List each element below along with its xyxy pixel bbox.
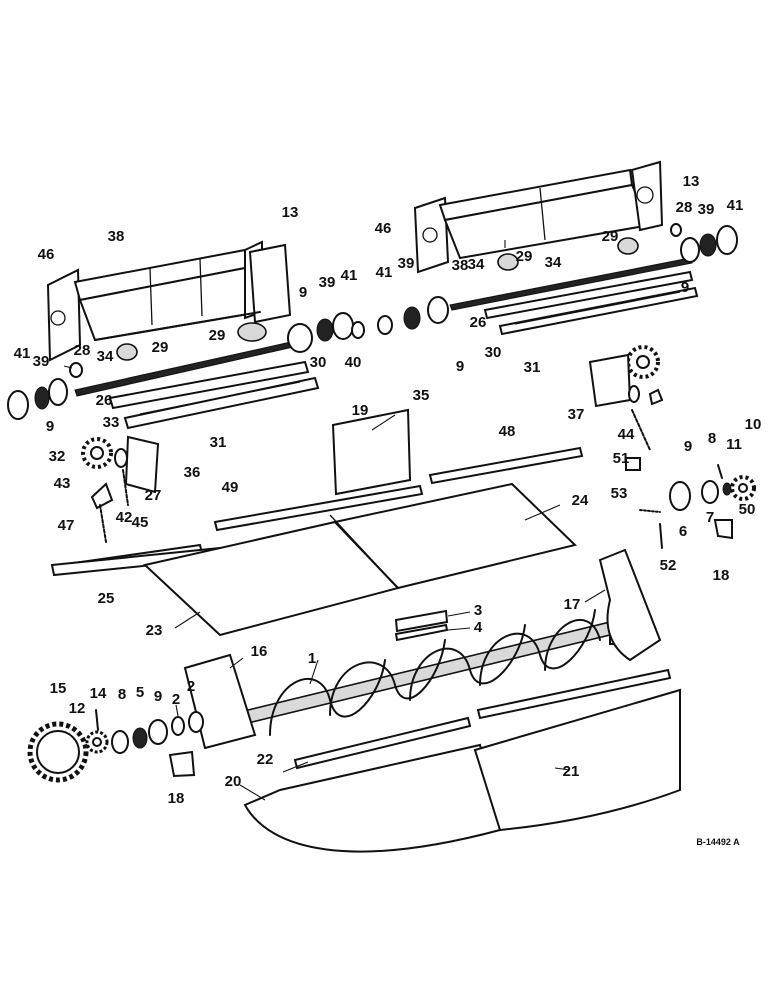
callout-8: 8 (118, 686, 126, 703)
callout-25: 25 (98, 590, 115, 607)
callout-13: 13 (683, 173, 700, 190)
right-drive-parts (588, 353, 733, 549)
callout-17: 17 (564, 596, 581, 613)
cover-panels (142, 482, 577, 637)
callout-41: 41 (727, 197, 744, 214)
callout-26: 26 (470, 314, 487, 331)
callout-24: 24 (572, 492, 589, 509)
callout-29: 29 (516, 248, 533, 265)
callout-22: 22 (257, 751, 274, 768)
callout-10: 10 (745, 416, 762, 433)
callout-37: 37 (568, 406, 585, 423)
callout-26: 26 (96, 392, 113, 409)
callout-labels: 1 2 2 3 4 5 6 7 8 8 9 9 9 9 9 9 10 11 12… (14, 173, 762, 847)
callout-18: 18 (168, 790, 185, 807)
callout-12: 12 (69, 700, 86, 717)
guard-plate (331, 408, 412, 496)
callout-51: 51 (613, 450, 630, 467)
callout-39: 39 (33, 353, 50, 370)
sprockets (27, 345, 756, 783)
right-shaft-assembly (449, 257, 699, 336)
callout-20: 20 (225, 773, 242, 790)
left-elevator-housing (46, 240, 292, 362)
callout-9: 9 (681, 279, 689, 296)
callout-44: 44 (618, 426, 635, 443)
left-end-drive (95, 709, 204, 778)
bearings (7, 223, 738, 420)
callout-39: 39 (398, 255, 415, 272)
callout-7: 7 (706, 509, 714, 526)
callout-11: 11 (726, 436, 742, 453)
callout-41: 41 (14, 345, 31, 362)
callout-46: 46 (38, 246, 55, 263)
callout-35: 35 (413, 387, 430, 404)
callout-41: 41 (376, 264, 393, 281)
callout-49: 49 (222, 479, 239, 496)
callout-16: 16 (251, 643, 268, 660)
callout-31: 31 (210, 434, 227, 451)
callout-23: 23 (146, 622, 163, 639)
hinge-strips (50, 446, 584, 577)
callout-29: 29 (209, 327, 226, 344)
callout-53: 53 (611, 485, 628, 502)
callout-46: 46 (375, 220, 392, 237)
callout-28: 28 (74, 342, 91, 359)
drawing-reference-number: B-14492 A (696, 837, 740, 847)
callout-6: 6 (679, 523, 687, 540)
callout-3: 3 (474, 602, 482, 619)
plates (394, 609, 449, 642)
callout-1: 1 (308, 650, 316, 667)
leader-lines (63, 240, 606, 801)
callout-2: 2 (172, 691, 180, 708)
callout-42: 42 (116, 509, 133, 526)
callout-32: 32 (49, 448, 66, 465)
callout-48: 48 (499, 423, 516, 440)
auger-troughs (243, 668, 681, 853)
callout-34: 34 (97, 348, 114, 365)
callout-2: 2 (187, 678, 195, 695)
callout-8: 8 (708, 430, 716, 447)
callout-30: 30 (310, 354, 327, 371)
callout-52: 52 (660, 557, 677, 574)
left-shaft-assembly (74, 339, 320, 430)
callout-18: 18 (713, 567, 730, 584)
callout-34: 34 (545, 254, 562, 271)
callout-33: 33 (103, 414, 120, 431)
callout-4: 4 (474, 619, 483, 636)
callout-9: 9 (684, 438, 692, 455)
callout-9: 9 (154, 688, 162, 705)
callout-27: 27 (145, 487, 162, 504)
callout-13: 13 (282, 204, 299, 221)
callout-39: 39 (319, 274, 336, 291)
callout-30: 30 (485, 344, 502, 361)
callout-14: 14 (90, 685, 107, 702)
callout-9: 9 (46, 418, 54, 435)
callout-5: 5 (136, 684, 144, 701)
callout-15: 15 (50, 680, 67, 697)
callout-36: 36 (184, 464, 201, 481)
callout-38: 38 (108, 228, 125, 245)
callout-9: 9 (456, 358, 464, 375)
callout-43: 43 (54, 475, 71, 492)
callout-29: 29 (152, 339, 169, 356)
callout-29: 29 (602, 228, 619, 245)
callout-50: 50 (739, 501, 756, 518)
callout-45: 45 (132, 514, 149, 531)
callout-28: 28 (676, 199, 693, 216)
callout-21: 21 (563, 763, 580, 780)
right-elevator-housing (413, 160, 664, 274)
callout-38: 38 (452, 257, 469, 274)
callout-47: 47 (58, 517, 75, 534)
callout-19: 19 (352, 402, 369, 419)
callout-9: 9 (299, 284, 307, 301)
callout-40: 40 (345, 354, 362, 371)
callout-41: 41 (341, 267, 358, 284)
callout-39: 39 (698, 201, 715, 218)
callout-34: 34 (468, 256, 485, 273)
callout-31: 31 (524, 359, 541, 376)
